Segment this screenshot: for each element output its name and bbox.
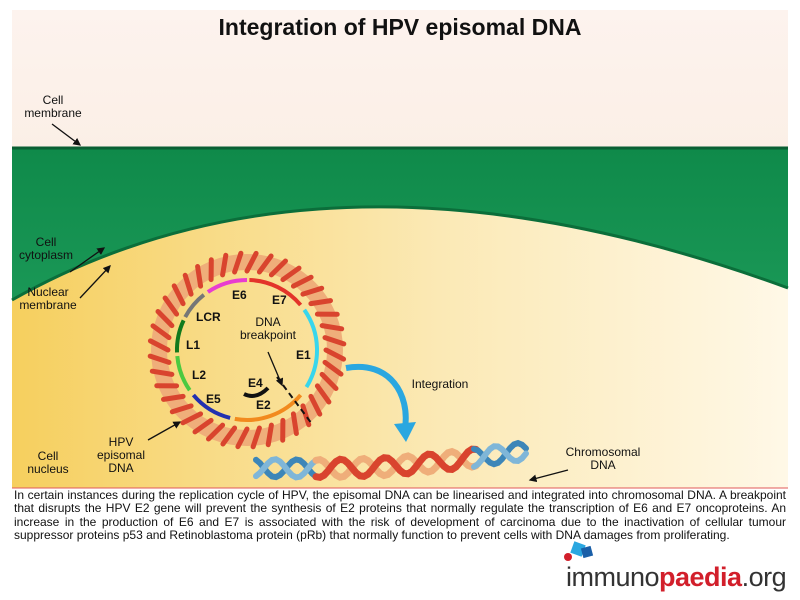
gene-arc-e1 bbox=[302, 308, 319, 389]
chromosomal-helix-strand bbox=[471, 443, 529, 470]
immunopaedia-logo: immunopaedia.org bbox=[566, 562, 787, 593]
ring-helix-twist bbox=[268, 258, 288, 278]
ring-helix-twist bbox=[169, 403, 194, 415]
gene-label-e4: E4 bbox=[248, 376, 263, 390]
chromosomal-dna-helix bbox=[253, 439, 529, 482]
nuclear-membrane-pointer bbox=[79, 265, 111, 299]
ring-helix-twist bbox=[192, 417, 214, 435]
ring-helix-twist bbox=[220, 252, 229, 278]
ring-helix-twist bbox=[290, 411, 299, 436]
cell-membrane-pointer bbox=[51, 123, 82, 146]
ring-helix-twist bbox=[244, 250, 259, 274]
gene-arc-l2 bbox=[175, 355, 192, 392]
logo-mark-icon bbox=[564, 541, 594, 561]
gene-label-e6: E6 bbox=[232, 288, 247, 302]
ring-helix-twist bbox=[147, 353, 172, 365]
ring-helix-twist bbox=[308, 298, 333, 307]
gene-arcs bbox=[174, 278, 319, 422]
logo-part-org: .org bbox=[741, 562, 787, 592]
gene-arc-l1 bbox=[174, 319, 186, 353]
ring-helix-twist bbox=[300, 403, 312, 428]
gene-label-e7: E7 bbox=[272, 293, 287, 307]
ring-helix-twist bbox=[235, 426, 250, 450]
chromosomal-helix-strand bbox=[253, 456, 323, 481]
ring-helix-twist bbox=[280, 265, 302, 283]
gene-label-e1: E1 bbox=[296, 348, 311, 362]
extracellular-space bbox=[12, 10, 788, 150]
integration-arrow-head bbox=[394, 422, 416, 442]
episomal-dna-ring bbox=[147, 250, 347, 450]
gene-arc-e2 bbox=[234, 393, 303, 422]
logo-part-paedia: paedia bbox=[659, 562, 742, 592]
ring-helix-twist bbox=[155, 309, 175, 329]
ring-helix-twist bbox=[250, 425, 262, 450]
ring-helix-twist bbox=[182, 272, 194, 297]
ring-helix-twist bbox=[195, 264, 204, 289]
ring-helix-twist bbox=[206, 422, 226, 442]
ring-helix-twist bbox=[220, 425, 238, 447]
ring-helix-twist bbox=[150, 323, 172, 341]
ring-helix-twist bbox=[322, 335, 347, 347]
gene-label-l1: L1 bbox=[186, 338, 201, 352]
gene-label-e5: E5 bbox=[206, 392, 221, 406]
label-integration: Integration bbox=[411, 377, 469, 391]
ring-helix-twist bbox=[256, 253, 274, 275]
ring-helix-twist bbox=[290, 274, 314, 289]
gene-arc-e7 bbox=[249, 278, 303, 307]
ring-helix-twist bbox=[308, 393, 323, 417]
ring-helix-twist bbox=[161, 393, 186, 402]
chromosomal-dna-pointer bbox=[528, 469, 569, 483]
gene-label-e2: E2 bbox=[256, 398, 271, 412]
integration-arrow bbox=[345, 363, 409, 429]
gene-label-l2: L2 bbox=[192, 368, 207, 382]
ring-helix-twist bbox=[162, 295, 180, 317]
page-title: Integration of HPV episomal DNA bbox=[218, 14, 582, 40]
ring-helix-twist bbox=[265, 422, 274, 448]
ring-helix-twist bbox=[323, 347, 347, 362]
ring-helix-twist bbox=[314, 383, 332, 405]
gene-arc-e5 bbox=[191, 393, 231, 420]
gene-arc-e4 bbox=[243, 386, 270, 398]
hpv-dna-pointer bbox=[147, 421, 182, 441]
ring-helix-twist bbox=[180, 411, 204, 426]
ring-helix-twist bbox=[319, 371, 339, 391]
ring-helix-twist bbox=[171, 283, 186, 307]
cell-cytoplasm-pointer bbox=[69, 247, 106, 273]
ring-helix-twist bbox=[319, 323, 345, 332]
ring-helix-twist bbox=[232, 250, 244, 275]
logo-part-immuno: immuno bbox=[566, 562, 660, 592]
gene-arc-lcr bbox=[183, 293, 206, 319]
ring-helix-twist bbox=[147, 338, 171, 353]
dna-breakpoint-pointer bbox=[267, 351, 284, 387]
ring-helix-twist bbox=[149, 368, 175, 377]
gene-label-lcr: LCR bbox=[196, 310, 221, 324]
nuclear-membrane-line bbox=[11, 205, 789, 302]
ring-backbone bbox=[151, 254, 343, 446]
ring-helix-twist bbox=[300, 285, 325, 297]
ring-helix-twist bbox=[322, 359, 344, 377]
caption-text: In certain instances during the replicat… bbox=[14, 488, 786, 543]
gene-arc-e6 bbox=[206, 278, 248, 294]
chromosomal-helix-strand bbox=[312, 445, 480, 482]
